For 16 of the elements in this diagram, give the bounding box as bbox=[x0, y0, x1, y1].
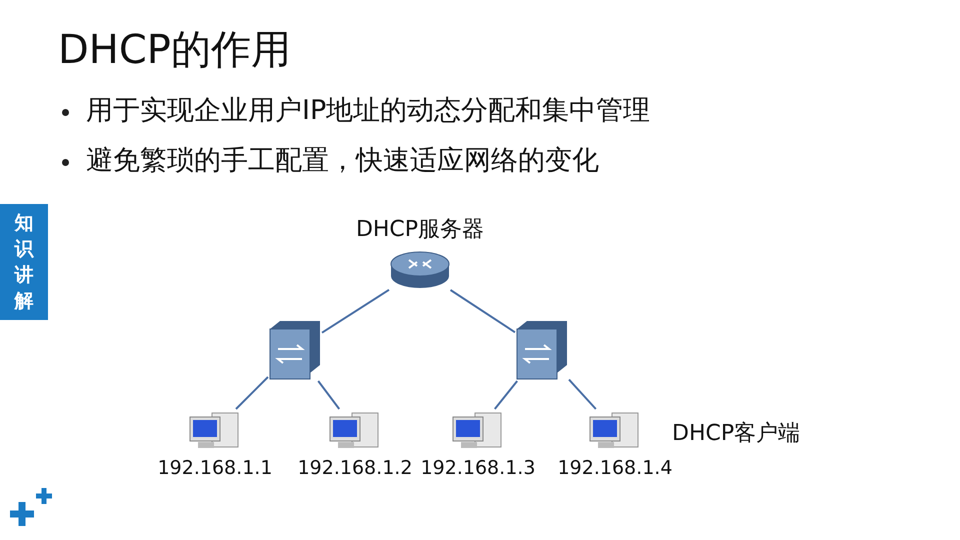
bullet-text: 避免繁琐的手工配置，快速适应网络的变化 bbox=[86, 144, 599, 178]
connection-line bbox=[235, 376, 269, 410]
node-caption: 192.168.1.3 bbox=[420, 457, 536, 479]
section-tab: 知识讲解 bbox=[0, 204, 48, 320]
bullet-text: 用于实现企业用户IP地址的动态分配和集中管理 bbox=[86, 94, 650, 128]
node-caption: 192.168.1.2 bbox=[298, 457, 412, 479]
node-caption: DHCP服务器 bbox=[356, 216, 484, 244]
connection-line bbox=[321, 289, 390, 334]
caption-text: DHCP客户端 bbox=[672, 420, 800, 448]
connection-line bbox=[494, 380, 518, 410]
node-caption: 192.168.1.4 bbox=[558, 457, 672, 479]
connection-line bbox=[450, 289, 516, 334]
connection-line bbox=[317, 380, 340, 410]
node-caption: 192.168.1.1 bbox=[158, 457, 272, 479]
slide-title: DHCP的作用 bbox=[58, 26, 291, 75]
connection-line bbox=[568, 378, 597, 410]
